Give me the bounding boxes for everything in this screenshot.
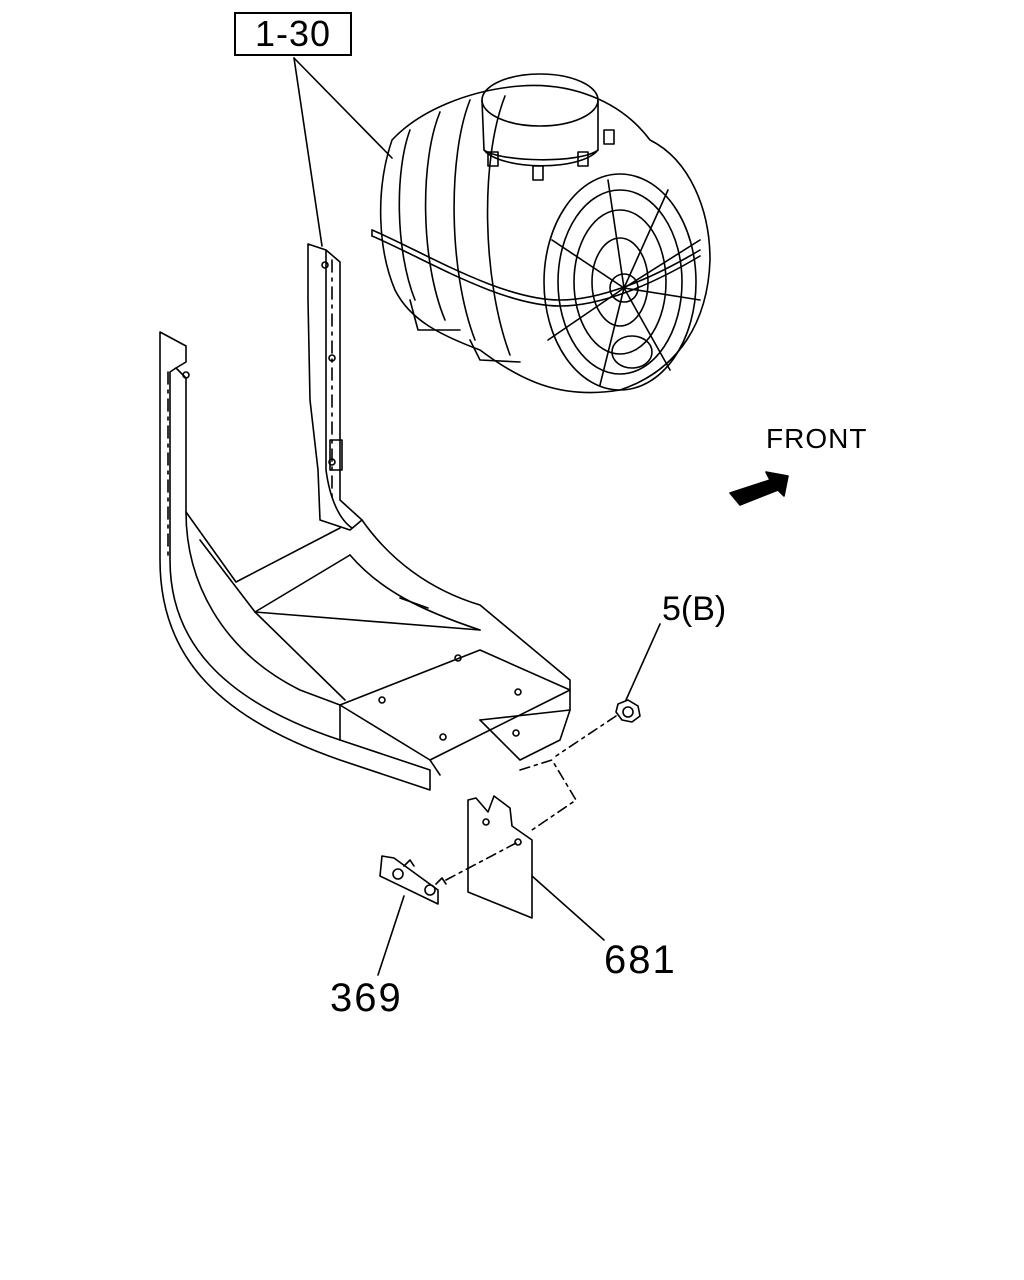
bolt-ref-label: 369: [330, 976, 403, 1020]
assembly-leader-lines: [294, 58, 392, 246]
assembly-ref-label: 1-30: [234, 12, 352, 56]
bracket-icon: [160, 244, 570, 790]
plate-icon: [468, 760, 604, 940]
air-cleaner-icon: [372, 74, 710, 393]
front-label: FRONT: [766, 423, 868, 454]
nut-icon: [556, 624, 660, 756]
nut-ref-label: 5(B): [662, 590, 727, 628]
bolt-icon: [378, 842, 518, 975]
arrow-icon: [730, 472, 788, 505]
bracket-ref-label: 681: [604, 938, 677, 982]
